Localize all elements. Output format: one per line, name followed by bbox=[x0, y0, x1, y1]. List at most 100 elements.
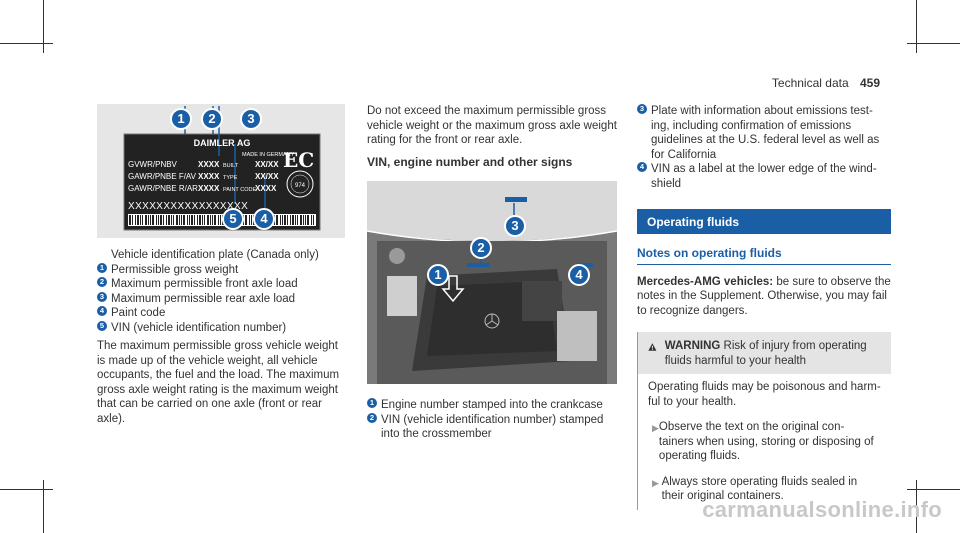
barcode-bar bbox=[191, 215, 193, 225]
barcode-bar bbox=[202, 215, 203, 225]
list-item: ▶Always store operating fluids sealed in… bbox=[648, 475, 881, 504]
barcode-bar bbox=[166, 215, 167, 225]
engine-bay-figure: 3 2 1 4 bbox=[367, 181, 617, 384]
barcode-bar bbox=[303, 215, 304, 225]
barcode-bar bbox=[163, 215, 164, 225]
vehicle-plate-figure: DAIMLER AG MADE IN GERMANY GVWR/PNBV XXX… bbox=[97, 104, 345, 238]
barcode-bar bbox=[173, 215, 174, 225]
barcode-bar bbox=[197, 215, 198, 225]
barcode-bar bbox=[156, 215, 157, 225]
barcode-bar bbox=[137, 215, 139, 225]
barcode-bar bbox=[176, 215, 178, 225]
barcode-bar bbox=[295, 215, 296, 225]
plate-row-val1: XXXX bbox=[198, 160, 220, 169]
plate-row-val2: XX/XX bbox=[255, 172, 279, 181]
number-badge: 5 bbox=[97, 320, 107, 331]
barcode-bar bbox=[210, 215, 211, 225]
number-badge: 3 bbox=[97, 291, 107, 302]
barcode-bar bbox=[179, 215, 180, 225]
number-badge: 4 bbox=[97, 306, 107, 316]
plate-row-val1: XXXX bbox=[198, 184, 220, 193]
amg-note-bold: Mercedes-AMG vehicles: bbox=[637, 275, 774, 288]
section-title: Technical data bbox=[771, 76, 849, 90]
barcode-bar bbox=[150, 215, 151, 225]
plate-legend: Vehicle identification plate (Canada onl… bbox=[97, 248, 345, 335]
amg-note-text: be sure to observe the notes in the Supp… bbox=[637, 275, 891, 317]
plate-row-label: GVWR/PNBV bbox=[128, 160, 178, 169]
plate-brand: DAIMLER AG bbox=[194, 138, 251, 148]
barcode-bar bbox=[300, 215, 302, 225]
barcode-bar bbox=[313, 215, 314, 225]
callout-badge: 1 bbox=[170, 108, 192, 130]
watermark: carmanualsonline.info bbox=[702, 497, 942, 522]
callout-badge: 4 bbox=[568, 264, 590, 286]
barcode-bar bbox=[282, 215, 283, 225]
seal-number: 974 bbox=[295, 183, 306, 189]
number-badge: 2 bbox=[367, 412, 377, 423]
barcode-bar bbox=[287, 215, 288, 225]
warning-header: WARNING Risk of injury from operating fl… bbox=[638, 332, 891, 374]
warning-label: WARNING bbox=[664, 340, 721, 352]
barcode-bar bbox=[142, 215, 143, 225]
crop-mark bbox=[916, 0, 917, 53]
weight-paragraph: The maximum permissible gross vehicle we… bbox=[97, 340, 340, 425]
barcode-bar bbox=[199, 215, 201, 225]
barcode-bar bbox=[311, 215, 312, 225]
step-arrow-icon: ▶ bbox=[652, 477, 659, 488]
barcode-bar bbox=[145, 215, 147, 225]
barcode-bar bbox=[135, 215, 136, 225]
barcode-bar bbox=[152, 215, 154, 225]
callout-badge: 4 bbox=[253, 208, 275, 230]
plate-row-val1: XXXX bbox=[198, 172, 220, 181]
barcode-bar bbox=[183, 215, 185, 225]
plate-row-label: GAWR/PNBE R/AR bbox=[128, 184, 198, 193]
crop-mark bbox=[43, 480, 44, 533]
crop-mark bbox=[0, 489, 53, 490]
plate-row-key: TYPE bbox=[223, 175, 238, 181]
crop-mark bbox=[907, 43, 960, 44]
crop-mark bbox=[916, 480, 917, 533]
list-item: ▶Observe the text on the original con- t… bbox=[648, 420, 881, 464]
plate-row-key: PAINT CODE bbox=[223, 187, 256, 193]
ce-mark: EC bbox=[283, 148, 314, 172]
callout-badge: 2 bbox=[201, 108, 223, 130]
callout-badge: 3 bbox=[240, 108, 262, 130]
intro-paragraph: Do not exceed the maximum permissible gr… bbox=[367, 105, 617, 146]
warning-body: Operating fluids may be poisonous and ha… bbox=[638, 374, 891, 510]
plate-made-in: MADE IN GERMANY bbox=[242, 152, 295, 158]
number-badge: 2 bbox=[97, 277, 107, 287]
barcode-bar bbox=[158, 215, 159, 225]
barcode-bar bbox=[181, 215, 182, 225]
column-left: DAIMLER AG MADE IN GERMANY GVWR/PNBV XXX… bbox=[97, 104, 345, 426]
warning-triangle-icon bbox=[648, 343, 657, 351]
barcode-bar bbox=[148, 215, 149, 225]
section-bar: Operating fluids bbox=[637, 209, 891, 234]
barcode-bar bbox=[297, 215, 298, 225]
plate-row-key: BUILT bbox=[223, 163, 239, 169]
step-arrow-icon: ▶ bbox=[652, 423, 659, 433]
plate-row-val2: XX/XX bbox=[255, 160, 279, 169]
crop-mark bbox=[43, 0, 44, 53]
engine-bay-illustration bbox=[367, 181, 617, 384]
barcode-bar bbox=[292, 215, 294, 225]
barcode-bar bbox=[251, 215, 252, 225]
subsection-heading: Notes on operating fluids bbox=[637, 246, 891, 265]
plate-row-val2: XXXX bbox=[255, 184, 277, 193]
column-middle: Do not exceed the maximum permissible gr… bbox=[367, 104, 617, 442]
callout-badge: 2 bbox=[470, 237, 492, 259]
barcode-bar bbox=[276, 215, 278, 225]
plate-row-label: GAWR/PNBE F/AV bbox=[128, 172, 197, 181]
callout-badge: 3 bbox=[504, 215, 526, 237]
barcode-bar bbox=[305, 215, 306, 225]
barcode-bar bbox=[194, 215, 195, 225]
barcode-bar bbox=[204, 215, 205, 225]
plate-vin: XXXXXXXXXXXXXXXXX bbox=[128, 201, 248, 212]
